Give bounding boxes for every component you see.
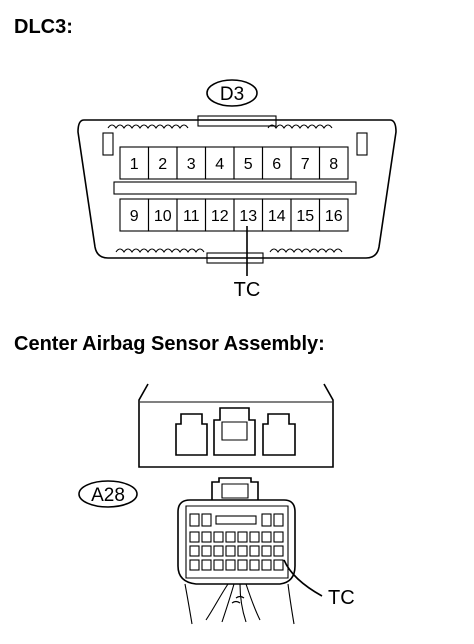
dlc3-bottom-key bbox=[206, 252, 264, 264]
dlc3-pin-number: 10 bbox=[154, 208, 172, 225]
a28-housing-inner bbox=[185, 505, 289, 579]
a28-wire-left bbox=[184, 583, 193, 625]
a28-terminal-cavity bbox=[261, 513, 272, 527]
dlc3-right-tab bbox=[356, 132, 368, 156]
dlc3-pin-number: 2 bbox=[158, 156, 167, 173]
a28-terminal-cavity bbox=[213, 531, 224, 543]
dlc3-pin-number: 1 bbox=[130, 156, 139, 173]
a28-terminal-cavity bbox=[201, 513, 212, 527]
dlc3-pin-number: 12 bbox=[211, 208, 229, 225]
dlc3-pin-number: 9 bbox=[130, 208, 139, 225]
airbag-socket-center bbox=[213, 407, 256, 456]
a28-terminal-cavity bbox=[189, 545, 200, 557]
a28-terminal-cavity bbox=[201, 545, 212, 557]
a28-terminal-cavity bbox=[225, 559, 236, 571]
dlc3-pin-number: 16 bbox=[325, 208, 343, 225]
dlc3-top-latch bbox=[107, 124, 333, 129]
a28-terminal-cavity bbox=[213, 545, 224, 557]
a28-terminal-cavity bbox=[237, 531, 248, 543]
a28-housing bbox=[177, 499, 296, 585]
a28-terminal-cavity bbox=[189, 559, 200, 571]
a28-terminal-grid bbox=[189, 513, 284, 571]
dlc3-heading: DLC3: bbox=[14, 16, 73, 38]
a28-terminal-cavity bbox=[225, 531, 236, 543]
dlc3-pin-cell bbox=[318, 198, 349, 232]
a28-terminal-cavity bbox=[261, 545, 272, 557]
dlc3-bottom-edge bbox=[115, 248, 343, 253]
dlc3-top-key bbox=[197, 115, 277, 127]
dlc3-left-tab bbox=[102, 132, 114, 156]
a28-terminal-cavity bbox=[213, 559, 224, 571]
a28-terminal-cavity bbox=[249, 531, 260, 543]
a28-terminal-cavity bbox=[261, 559, 272, 571]
dlc3-pin-number: 3 bbox=[187, 156, 196, 173]
a28-terminal-cavity bbox=[273, 531, 284, 543]
dlc3-pin-number: 14 bbox=[268, 208, 286, 225]
dlc3-code-badge bbox=[206, 79, 258, 107]
a28-terminal-cavity bbox=[237, 545, 248, 557]
a28-wire-right bbox=[287, 583, 295, 625]
airbag-sensor-unit bbox=[138, 383, 334, 468]
dlc3-housing bbox=[77, 119, 397, 259]
a28-terminal-cavity bbox=[201, 559, 212, 571]
dlc3-pin-number: 11 bbox=[183, 208, 200, 225]
dlc3-pin-number: 8 bbox=[329, 156, 338, 173]
a28-terminal-cavity bbox=[215, 515, 257, 525]
a28-connector: A28 TC bbox=[78, 477, 355, 625]
a28-wire-harness bbox=[205, 583, 261, 623]
a28-latch-inner bbox=[221, 483, 249, 499]
dlc3-pin-number: 4 bbox=[215, 156, 224, 173]
a28-terminal-cavity bbox=[273, 545, 284, 557]
airbag-socket-left bbox=[175, 413, 208, 456]
dlc3-code-label: D3 bbox=[220, 84, 244, 105]
a28-terminal-cavity bbox=[249, 559, 260, 571]
a28-terminal-cavity bbox=[201, 531, 212, 543]
a28-terminal-cavity bbox=[249, 545, 260, 557]
dlc3-pin-number: 6 bbox=[272, 156, 281, 173]
dlc3-pin-number: 7 bbox=[301, 156, 310, 173]
dlc3-pin-number: 15 bbox=[296, 208, 314, 225]
dlc3-tc-label: TC bbox=[234, 279, 261, 301]
a28-terminal-cavity bbox=[273, 559, 284, 571]
airbag-socket-right bbox=[262, 413, 296, 456]
a28-code-badge bbox=[78, 480, 138, 508]
a28-terminal-cavity bbox=[237, 559, 248, 571]
a28-latch bbox=[211, 477, 259, 500]
dlc3-pin-cell bbox=[318, 146, 349, 180]
dlc3-separator bbox=[113, 181, 357, 195]
dlc3-pin-number: 5 bbox=[244, 156, 253, 173]
airbag-socket-center-inner bbox=[221, 421, 248, 441]
a28-tc-label: TC bbox=[328, 587, 355, 609]
a28-terminal-cavity bbox=[225, 545, 236, 557]
dlc3-pin-number: 13 bbox=[239, 208, 257, 225]
a28-tc-leader bbox=[283, 559, 323, 597]
a28-code-label: A28 bbox=[91, 485, 125, 506]
a28-terminal-cavity bbox=[189, 513, 200, 527]
airbag-sensor-body bbox=[138, 383, 334, 468]
airbag-sensor-heading: Center Airbag Sensor Assembly: bbox=[14, 333, 325, 355]
a28-terminal-cavity bbox=[189, 531, 200, 543]
a28-terminal-cavity bbox=[261, 531, 272, 543]
a28-terminal-cavity bbox=[273, 513, 284, 527]
